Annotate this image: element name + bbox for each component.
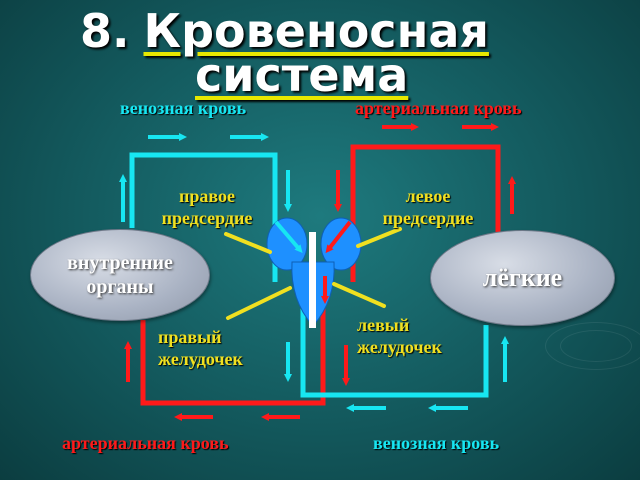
venous-arrow — [274, 220, 303, 254]
pointer-right-ventricle — [226, 286, 292, 320]
venous-vessel-right — [300, 300, 489, 398]
arterial-arrow — [325, 220, 352, 254]
venous-blood-label-bottom: венозная кровь — [373, 433, 500, 453]
right-atrium-shape — [266, 217, 308, 271]
internal-organs-label: внутренние органы — [67, 252, 173, 298]
title-line-2: система — [195, 48, 409, 102]
pointer-right-atrium — [224, 232, 272, 254]
slide-title: 8.Кровеносная система — [80, 4, 620, 100]
venous-vessel-left — [129, 152, 278, 282]
lungs-ellipse: лёгкие — [430, 230, 615, 326]
left-ventricle-label: левый желудочек — [357, 315, 442, 357]
arterial-vessel-left — [140, 300, 326, 406]
pointer-left-atrium — [356, 227, 402, 248]
arterial-blood-label-bottom: артериальная кровь — [62, 433, 229, 453]
right-atrium-label: правое предсердие — [161, 186, 253, 228]
arterial-blood-label-top: артериальная кровь — [355, 98, 522, 118]
internal-organs-ellipse: внутренние органы — [30, 229, 210, 321]
left-atrium-label: левое предсердие — [382, 186, 474, 228]
title-number: 8. — [80, 4, 130, 58]
ripple-decoration — [545, 322, 640, 370]
venous-blood-label-top: венозная кровь — [120, 98, 247, 118]
pointer-left-ventricle — [332, 282, 386, 308]
title-line-1: Кровеносная — [143, 4, 489, 58]
right-ventricle-label: правый желудочек — [158, 327, 243, 369]
lungs-label: лёгкие — [482, 263, 563, 292]
heart — [266, 217, 362, 328]
arterial-vessel-right — [350, 144, 501, 282]
septum — [309, 232, 316, 328]
